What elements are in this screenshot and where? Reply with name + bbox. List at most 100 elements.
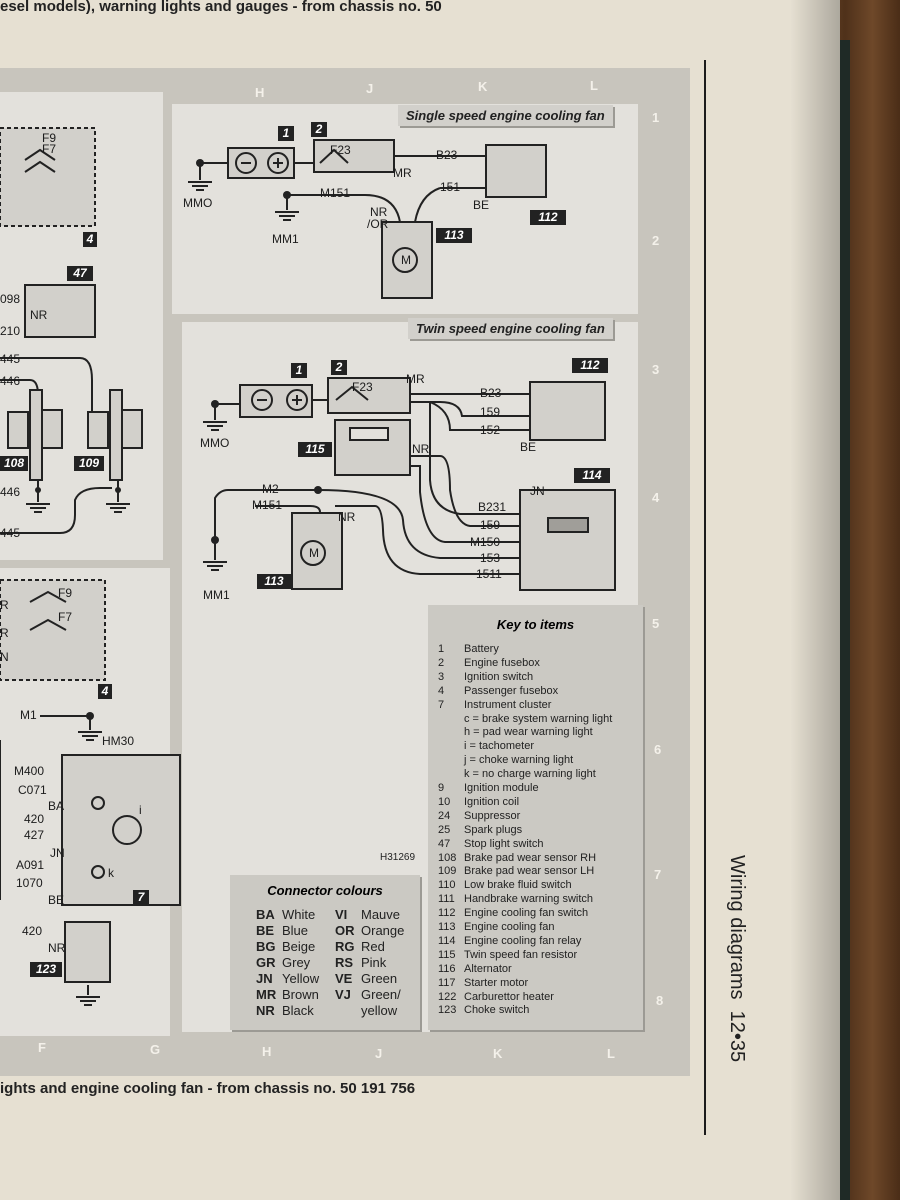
connector-colour-name: Red xyxy=(361,939,385,954)
key-item-text: j = choke warning light xyxy=(464,754,574,767)
connector-colour-name: Mauve xyxy=(361,907,401,922)
left-label-r: R xyxy=(0,598,9,612)
label-or: /OR xyxy=(367,217,389,231)
twin-label-mmo: MMO xyxy=(200,436,230,450)
twin-item-2-badge: 2 xyxy=(331,360,347,375)
item-2-badge: 2 xyxy=(311,122,327,137)
twin-label-mr: MR xyxy=(406,372,425,386)
connector-colour-row: yellow xyxy=(335,1003,397,1018)
grid-row-5: 5 xyxy=(652,616,660,631)
key-item-text: Ignition switch xyxy=(464,670,534,683)
key-item-text: Choke switch xyxy=(464,1004,530,1017)
grid-col-j: J xyxy=(366,81,374,96)
twin-label-be: BE xyxy=(520,440,537,454)
left-label-427: 427 xyxy=(24,828,45,842)
twin-label-nr: NR xyxy=(412,442,430,456)
key-item-text: Passenger fusebox xyxy=(464,684,559,697)
key-item: c = brake system warning light xyxy=(438,713,612,725)
grid-col-l-bottom: L xyxy=(607,1046,615,1061)
connector-code: VE xyxy=(335,971,353,986)
key-item-number: 117 xyxy=(438,976,456,989)
label-be: BE xyxy=(473,198,490,212)
key-item-text: Stop light switch xyxy=(464,837,544,850)
twin-label-f23: F23 xyxy=(352,380,373,394)
grid-col-h-bottom: H xyxy=(262,1044,272,1059)
wiring-diagram xyxy=(0,127,616,1006)
left-label-420: 420 xyxy=(24,812,45,826)
connector-code: MR xyxy=(256,987,277,1002)
side-title-text: Wiring diagrams xyxy=(726,855,748,1000)
key-item: j = choke warning light xyxy=(438,754,573,766)
twin-label-motor: M xyxy=(309,546,319,560)
twin-label-b231: B231 xyxy=(478,500,507,514)
key-item-number: 123 xyxy=(438,1004,457,1017)
left-label-i: i xyxy=(139,803,142,817)
key-item: 123 Choke switch xyxy=(438,1004,529,1016)
connector-colour-name: yellow xyxy=(361,1003,398,1018)
label-mr: MR xyxy=(393,166,412,180)
margin-rule xyxy=(704,60,706,1135)
key-item-text: Engine cooling fan xyxy=(464,921,555,933)
key-item-text: Twin speed fan resistor xyxy=(464,948,578,961)
key-item-text: Instrument cluster xyxy=(464,698,552,711)
key-item-number: 10 xyxy=(438,795,451,808)
key-item-text: Battery xyxy=(464,643,499,655)
twin-item-114-badge: 114 xyxy=(574,468,610,483)
left-label-jn: JN xyxy=(50,846,65,860)
key-item-text: k = no charge warning light xyxy=(464,768,596,781)
key-item-text: Brake pad wear sensor RH xyxy=(464,851,597,864)
twin-item-1-badge: 1 xyxy=(291,363,307,378)
left-label-446: 446 xyxy=(0,374,21,388)
reference-code: H31269 xyxy=(380,852,416,863)
key-item-text: Engine cooling fan relay xyxy=(464,934,582,947)
twin-label-153: 153 xyxy=(480,551,501,565)
label-m151: M151 xyxy=(320,186,351,200)
key-item-text: Engine cooling fan switch xyxy=(464,907,589,920)
key-item: h = pad wear warning light xyxy=(438,726,593,738)
left-label-f7b: F7 xyxy=(58,610,73,624)
left-item-109-badge: 109 xyxy=(74,456,104,471)
key-item-text: Starter motor xyxy=(464,976,529,989)
key-item-number: 116 xyxy=(438,962,456,975)
key-item: 117 Starter motor xyxy=(438,977,528,989)
twin-label-nr-motor: NR xyxy=(338,510,356,524)
left-label-210: 210 xyxy=(0,324,21,338)
twin-label-jn: JN xyxy=(530,484,545,498)
grid-row-3: 3 xyxy=(652,362,660,377)
label-mmo: MMO xyxy=(183,196,213,210)
connector-colour-name: Grey xyxy=(282,955,311,970)
connector-code: VJ xyxy=(335,987,351,1002)
connector-code: BE xyxy=(256,923,275,938)
left-label-a091: A091 xyxy=(16,858,45,872)
key-item-text: c = brake system warning light xyxy=(464,712,613,725)
label-151: 151 xyxy=(440,180,461,194)
grid-col-h: H xyxy=(255,85,265,100)
key-item-number: 9 xyxy=(438,782,445,794)
label-motor: M xyxy=(401,253,411,267)
twin-item-112-badge: 112 xyxy=(572,358,608,373)
